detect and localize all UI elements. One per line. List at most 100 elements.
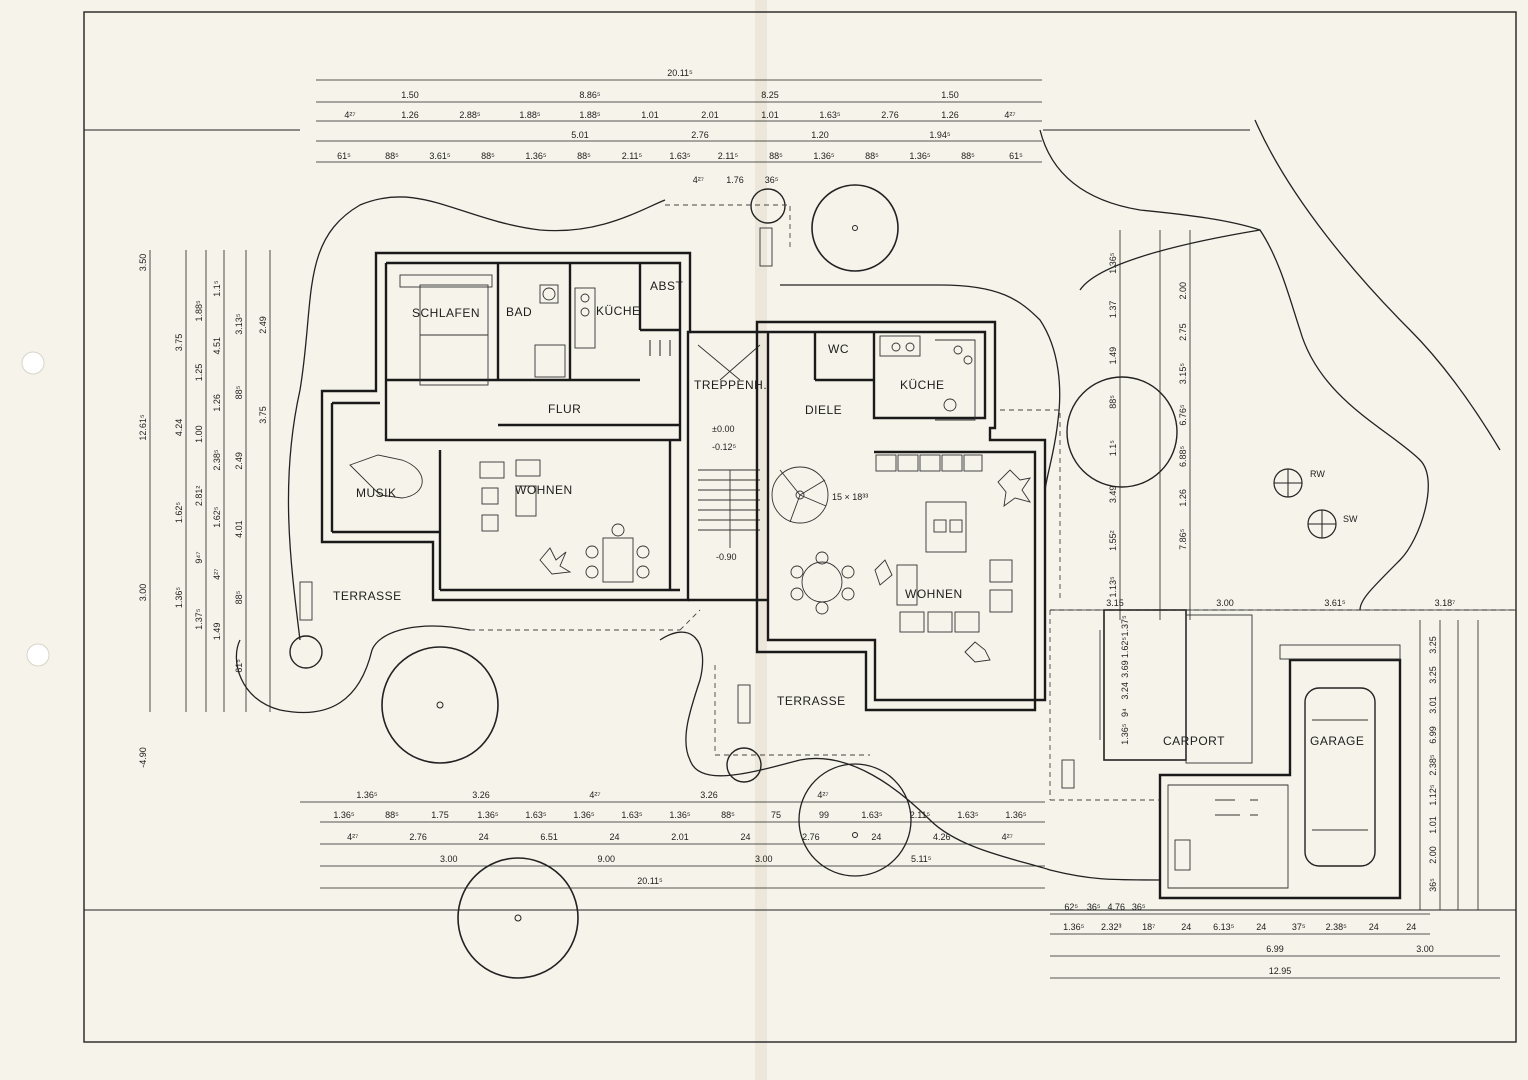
dimension-label: 3.61⁵ (429, 151, 451, 161)
dimension-label: 2.32³ (1101, 922, 1122, 932)
dimension-label: 2.49 (234, 452, 244, 470)
dimension-label: 1.36⁵ (573, 810, 595, 820)
dimension-label: 1.55² (1108, 530, 1118, 551)
dimension-label: 1.12⁵ (1428, 784, 1438, 806)
left-unit-walls (320, 251, 692, 602)
dimension-label: 6.88⁵ (1178, 446, 1188, 468)
dimension-label: 1.36⁵ (356, 790, 378, 800)
dimension-label: 24 (479, 832, 489, 842)
dimension-label: 88⁵ (1108, 395, 1118, 409)
dimension-label: 3.75 (174, 334, 184, 352)
dimension-label: 3.25 (1428, 636, 1438, 654)
dimension-label: 61⁵ (337, 151, 351, 161)
dimension-label: 4²⁷ (693, 175, 704, 185)
dimension-label: 4.76 (1107, 902, 1125, 912)
dimension-label: 1.63⁵ (669, 151, 691, 161)
dimension-label: 9.00 (597, 854, 615, 864)
dimension-label: 2.01 (701, 110, 719, 120)
dimension-label: 1.49 (212, 623, 222, 641)
dimension-label: 4.24 (174, 419, 184, 437)
dimension-label: 24 (1369, 922, 1379, 932)
dimension-label: 1.36⁵ (1005, 810, 1027, 820)
room-wohnen-right: WOHNEN (905, 587, 963, 601)
dimension-label: 1.20 (811, 130, 829, 140)
dimension-label: 1.62⁵ (212, 506, 222, 528)
dimension-label: 3.24 (1120, 682, 1130, 700)
planter-left (289, 635, 323, 669)
dimension-label: 3.61⁵ (1324, 598, 1346, 608)
dimension-label: 3.01 (1428, 696, 1438, 714)
room-schlafen: SCHLAFEN (412, 306, 480, 320)
dimension-label: 1.75 (431, 810, 449, 820)
dimension-label: 5.11⁵ (911, 854, 932, 864)
tree-terrace (798, 763, 912, 877)
dimension-label: 5.01 (571, 130, 589, 140)
dimension-label: 6.99 (1266, 944, 1284, 954)
dimension-label: -4.90 (138, 747, 148, 768)
dimension-label: 1.36⁵ (333, 810, 355, 820)
dimension-label: 12.61⁵ (138, 414, 148, 441)
dining-table-left (602, 537, 634, 583)
dimension-label: 1.36⁵ (909, 151, 931, 161)
dimension-label: 37⁵ (1292, 922, 1306, 932)
dimension-label: 3.18⁷ (1435, 598, 1456, 608)
dimension-label: 1.36⁵ (1108, 252, 1118, 274)
dimension-label: 2.49 (258, 316, 268, 334)
dimension-label: 2.76 (691, 130, 709, 140)
room-diele: DIELE (805, 403, 842, 417)
dimension-label: 2.11⁵ (910, 810, 931, 820)
dimension-label: 2.81² (194, 486, 204, 507)
garage-label: GARAGE (1310, 734, 1364, 748)
dimension-label: 3.15 (1106, 598, 1124, 608)
dimension-label: 36⁵ (1132, 902, 1146, 912)
dimension-label: 1.26 (401, 110, 419, 120)
dimension-label: 6.13⁵ (1213, 922, 1235, 932)
dimension-lines (149, 79, 1516, 979)
dimension-label: 88⁵ (385, 810, 399, 820)
dimension-label: 24 (1181, 922, 1191, 932)
spiral-stair (771, 466, 829, 524)
dimension-label: 36⁵ (765, 175, 779, 185)
carport-label: CARPORT (1163, 734, 1225, 748)
tree-bottom (457, 857, 579, 979)
plant-right (997, 469, 1032, 507)
dimension-label: 61⁵ (234, 659, 244, 673)
right-unit-walls (755, 320, 1047, 712)
dimension-label: 1.1⁵ (1108, 440, 1118, 457)
dimension-label: 1.36⁵ (669, 810, 691, 820)
room-kueche-left: KÜCHE (596, 304, 641, 318)
fireplace (925, 501, 967, 553)
stairwell (688, 330, 829, 602)
dimension-label: 18⁷ (1142, 922, 1155, 932)
dimension-label: 88⁵ (721, 810, 735, 820)
dimension-label: 1.62⁵ (174, 502, 184, 524)
paper-fold (755, 0, 767, 1080)
dimension-label: 1.01 (761, 110, 779, 120)
dimension-label: 88⁵ (385, 151, 399, 161)
dimension-label: 1.36⁵ (174, 587, 184, 609)
dimension-label: 4²⁷ (344, 110, 355, 120)
dimension-label: 1.36⁵ (525, 151, 547, 161)
dimension-label: 1.36⁵ (813, 151, 835, 161)
dimension-label: 2.38⁵ (212, 449, 222, 471)
room-wc: WC (828, 342, 849, 356)
dimension-label: 1.49 (1108, 347, 1118, 365)
dimension-label: 2.88⁵ (459, 110, 481, 120)
dimension-label: 1.26 (941, 110, 959, 120)
dimension-label: 1.1⁵ (212, 280, 222, 297)
dimension-label: 2.38⁵ (1428, 754, 1438, 776)
grand-piano (349, 454, 423, 499)
dimension-label: 4.26 (933, 832, 951, 842)
dimension-label: 4²⁷ (347, 832, 358, 842)
dimension-label: 2.00 (1178, 282, 1188, 300)
dimension-label: 6.76⁵ (1178, 404, 1188, 426)
dimension-label: 1.63⁵ (957, 810, 979, 820)
dimension-label: 2.76 (802, 832, 820, 842)
dimension-label: 1.88⁵ (579, 110, 601, 120)
level-minus: -0.12⁵ (712, 442, 737, 452)
dimension-label: 99 (819, 810, 829, 820)
dimension-label: 2.76 (409, 832, 427, 842)
dimension-label: 6.51 (540, 832, 558, 842)
tree-right (1066, 376, 1178, 488)
